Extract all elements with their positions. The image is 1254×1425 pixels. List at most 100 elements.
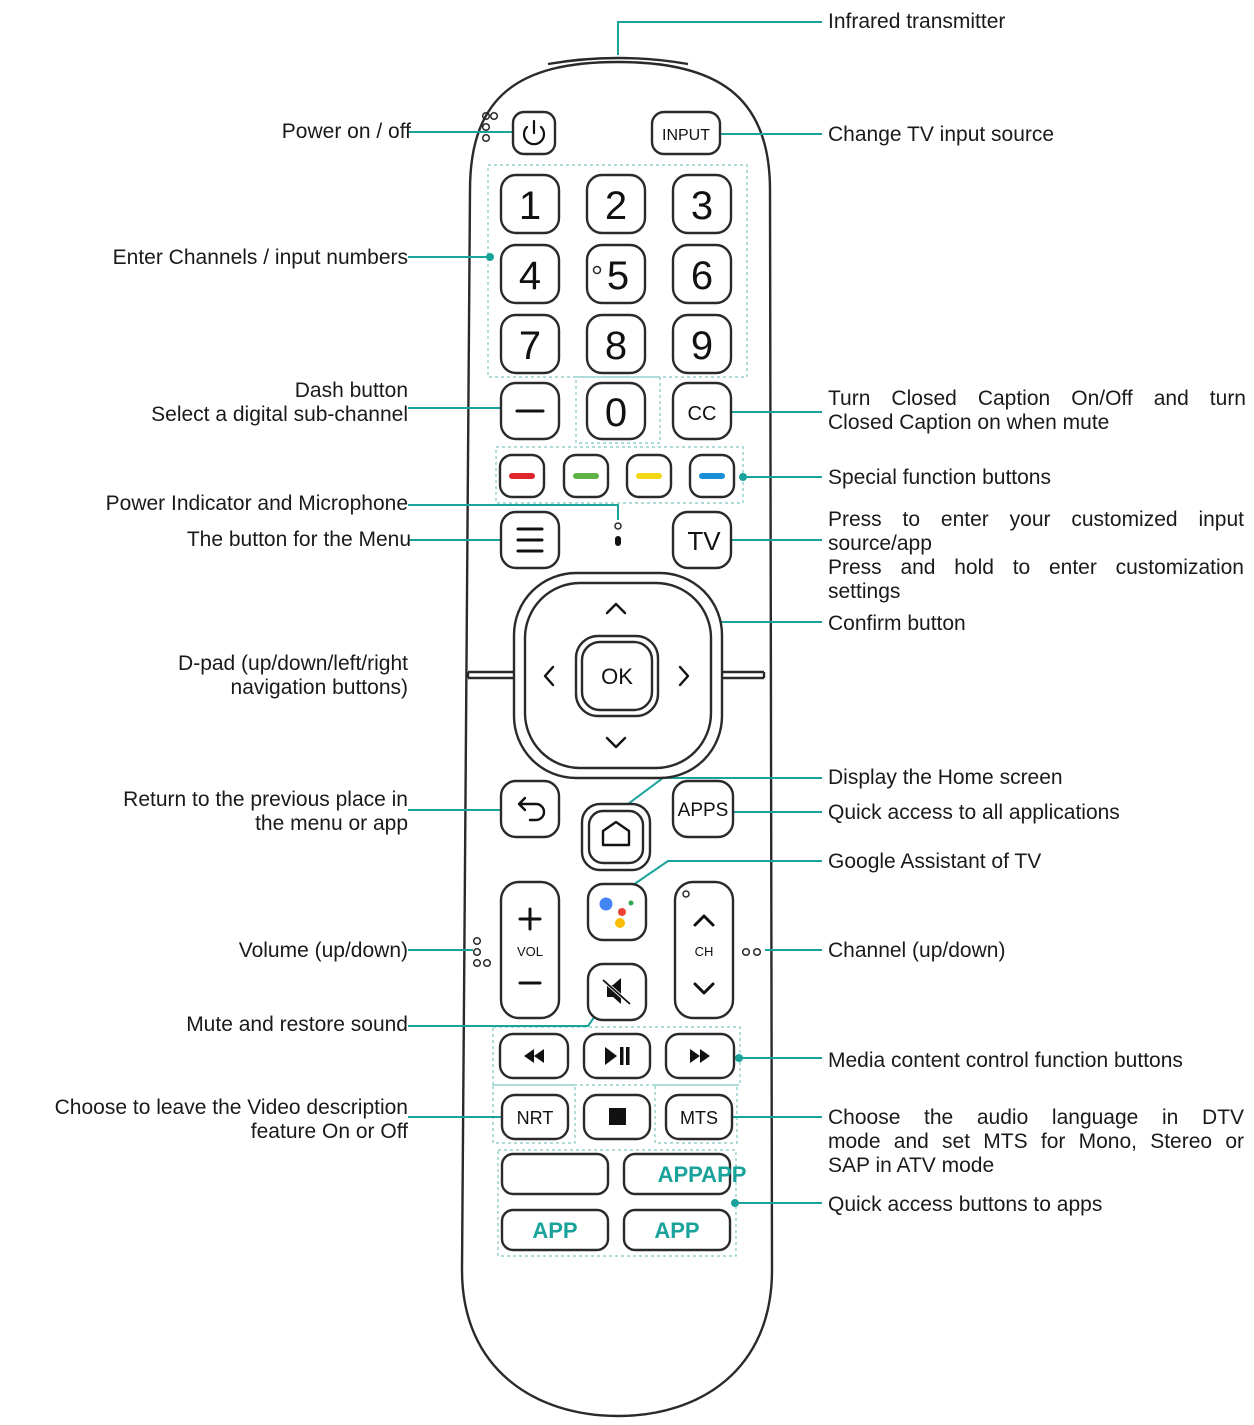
label-cc: Turn Closed Caption On/Off and turn Clos… [828,387,1246,434]
blue-button[interactable] [688,453,736,499]
number-pad: 1 2 3 4 5 6 7 8 9 [499,173,733,375]
ir-indicator-dots [481,111,499,143]
input-button[interactable]: INPUT [650,110,722,156]
number-button-1[interactable]: 1 [499,173,561,235]
label-video-description: Choose to leave the Video description fe… [54,1096,408,1143]
mute-button[interactable] [586,962,648,1022]
label-home: Display the Home screen [828,766,1063,789]
number-button-4[interactable]: 4 [499,243,561,305]
fast-forward-button[interactable] [664,1032,736,1080]
home-icon [601,820,631,847]
svg-text:4: 4 [519,254,541,298]
stop-icon [609,1108,626,1125]
app-button-top-right[interactable]: APPAPP [622,1152,747,1196]
volume-indicator-dots [472,936,492,968]
fast-forward-icon [690,1049,710,1063]
yellow-button[interactable] [625,453,673,499]
svg-text:2: 2 [605,184,627,228]
svg-text:9: 9 [691,324,713,368]
cc-button[interactable]: CC [671,381,733,441]
label-media: Media content control function buttons [828,1049,1183,1072]
cc-button-label: CC [688,403,717,425]
app-button-bottom-right[interactable]: APP [622,1208,732,1252]
mts-button-label: MTS [680,1108,718,1128]
app-button-label: APP [532,1218,577,1243]
label-channel: Channel (up/down) [828,939,1006,962]
label-input: Change TV input source [828,123,1055,146]
channel-rocker[interactable]: CH [673,880,735,1020]
mts-button[interactable]: MTS [664,1093,734,1141]
chevron-up-icon [693,914,715,927]
back-icon [517,796,546,822]
number-button-7[interactable]: 7 [499,313,561,375]
leader-lines [408,21,822,1207]
green-button[interactable] [562,453,610,499]
down-arrow-icon[interactable] [605,736,627,749]
home-button[interactable] [580,802,652,872]
label-special: Special function buttons [828,466,1051,489]
label-google: Google Assistant of TV [828,850,1042,873]
up-arrow-icon[interactable] [605,602,627,615]
chevron-down-icon [693,982,715,995]
channel-indicator-dots [741,947,762,957]
svg-text:3: 3 [691,184,713,228]
number-button-6[interactable]: 6 [671,243,733,305]
microphone-icon [614,522,622,546]
number-button-8[interactable]: 8 [585,313,647,375]
back-button[interactable] [499,779,561,839]
svg-text:8: 8 [605,324,627,368]
label-apps: Quick access to all applications [828,801,1120,824]
label-indicator: Power Indicator and Microphone [105,492,408,515]
number-button-9[interactable]: 9 [671,313,733,375]
app-button-bottom-left[interactable]: APP [500,1208,610,1252]
remote-body [460,60,774,1418]
number-button-3[interactable]: 3 [671,173,733,235]
svg-text:0: 0 [605,391,627,435]
label-infrared: Infrared transmitter [828,10,1006,33]
play-pause-icon [605,1047,630,1065]
menu-button[interactable] [499,510,561,570]
label-audio: Choose the audio language in DTV mode an… [828,1106,1244,1177]
volume-rocker[interactable]: VOL [499,880,561,1020]
apps-button[interactable]: APPS [671,779,735,839]
label-quick-apps: Quick access buttons to apps [828,1193,1103,1216]
menu-icon [516,527,544,553]
tv-button[interactable]: TV [671,510,733,570]
d-pad: OK [466,571,766,780]
mute-icon [601,978,632,1006]
nrt-button[interactable]: NRT [500,1093,570,1141]
play-pause-button[interactable] [582,1032,652,1080]
stop-button[interactable] [582,1093,652,1141]
google-assistant-icon [599,897,634,928]
label-dash: Dash button Select a digital sub-channel [151,379,408,426]
dash-button[interactable] [499,381,561,441]
input-button-label: INPUT [662,127,710,144]
number-button-2[interactable]: 2 [585,173,647,235]
app-button-label: APP [654,1218,699,1243]
svg-text:7: 7 [519,324,541,368]
number-button-0[interactable]: 0 [585,381,647,441]
ok-button[interactable]: OK [574,634,660,718]
rewind-button[interactable] [498,1032,570,1080]
app-button-label: APPAPP [658,1162,747,1187]
power-button[interactable] [511,110,557,156]
channel-label: CH [695,944,714,959]
apps-button-label: APPS [678,800,729,821]
ok-button-label: OK [601,664,633,689]
svg-text:6: 6 [691,254,713,298]
label-mute: Mute and restore sound [186,1013,408,1036]
app-button-top-left[interactable] [500,1152,610,1196]
red-button[interactable] [498,453,546,499]
google-assistant-button[interactable] [586,882,648,942]
label-numbers: Enter Channels / input numbers [112,246,408,269]
number-button-5[interactable]: 5 [585,243,647,305]
label-dpad: D-pad (up/down/left/right navigation but… [178,652,408,699]
label-volume: Volume (up/down) [238,939,408,962]
label-confirm: Confirm button [828,612,966,635]
infrared-window [547,56,689,66]
left-arrow-icon[interactable] [543,665,555,687]
svg-text:5: 5 [607,254,629,298]
right-arrow-icon[interactable] [678,665,690,687]
